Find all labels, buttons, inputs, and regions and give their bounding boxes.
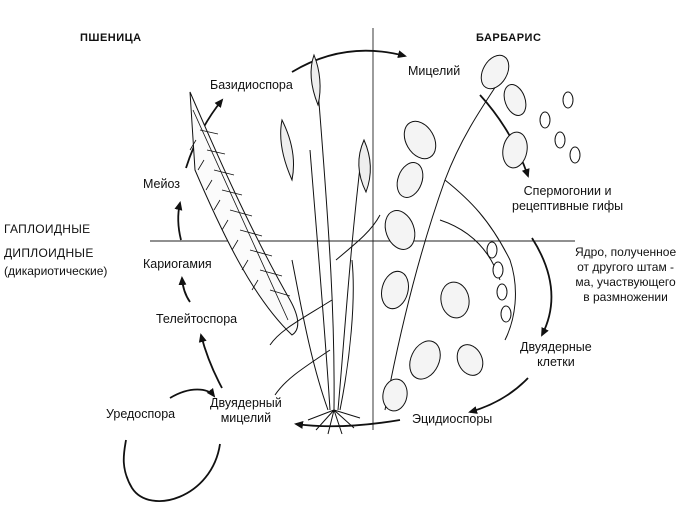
dikaryotic-label: (дикариотические)	[4, 264, 108, 278]
spermogonia-line-1: Спермогонии и	[523, 184, 612, 198]
cycle-arrows	[174, 49, 553, 429]
aeciospores-label: Эцидиоспоры	[412, 412, 493, 426]
basidiospore-label: Базидиоспора	[210, 78, 293, 92]
binucleate-mycelium-line-2: мицелий	[220, 411, 272, 425]
arrow-mycelium-to-teliospore	[198, 333, 223, 389]
barberry-header: БАРБАРИС	[476, 32, 542, 44]
arrow-aeciospores-to-mycelium	[294, 419, 401, 429]
arrow-karyogamy-to-meiosis	[174, 201, 183, 241]
spermogonia-line-2: рецептивные гифы	[512, 199, 624, 213]
arrow-cells-to-aeciospores	[468, 377, 529, 414]
binucleate-cells-line-1: Двуядерные	[520, 340, 592, 354]
barberry-plant-illustration	[381, 54, 581, 412]
meiosis-label: Мейоз	[143, 177, 181, 191]
wheat-header: ПШЕНИЦА	[80, 32, 142, 44]
urediospore-label: Уредоспора	[106, 407, 176, 421]
binucleate-mycelium-line-1: Двуядерный	[210, 396, 282, 410]
wheat-plant-illustration	[189, 53, 381, 435]
nucleus-note-line-2: от другого штам -	[577, 260, 675, 274]
urediospore-loop	[122, 388, 221, 502]
binucleate-cells-label: Двуядерные клетки	[520, 340, 592, 370]
nucleus-note-line-3: ма, участвующего	[575, 275, 676, 289]
diploid-label: ДИПЛОИДНЫЕ	[4, 246, 94, 260]
nucleus-note-line-4: в размножении	[583, 290, 668, 304]
haploid-label: ГАПЛОИДНЫЕ	[4, 222, 91, 236]
nucleus-note-line-1: Ядро, полученное	[575, 245, 677, 259]
arrow-basidiospore-to-mycelium	[291, 49, 407, 73]
karyogamy-label: Кариогамия	[143, 257, 212, 271]
mycelium-label: Мицелий	[408, 64, 461, 78]
teliospore-label: Телейтоспора	[156, 312, 238, 326]
binucleate-cells-line-2: клетки	[537, 355, 575, 369]
arrow-mycelium-to-spermogonia	[479, 94, 530, 178]
binucleate-mycelium-label: Двуядерный мицелий	[210, 396, 282, 426]
arrow-spermogonia-to-binucleate-cells	[531, 237, 553, 337]
arrow-teliospore-to-karyogamy	[178, 276, 191, 303]
nucleus-note: Ядро, полученное от другого штам - ма, у…	[575, 245, 676, 305]
spermogonia-label: Спермогонии и рецептивные гифы	[512, 184, 623, 214]
